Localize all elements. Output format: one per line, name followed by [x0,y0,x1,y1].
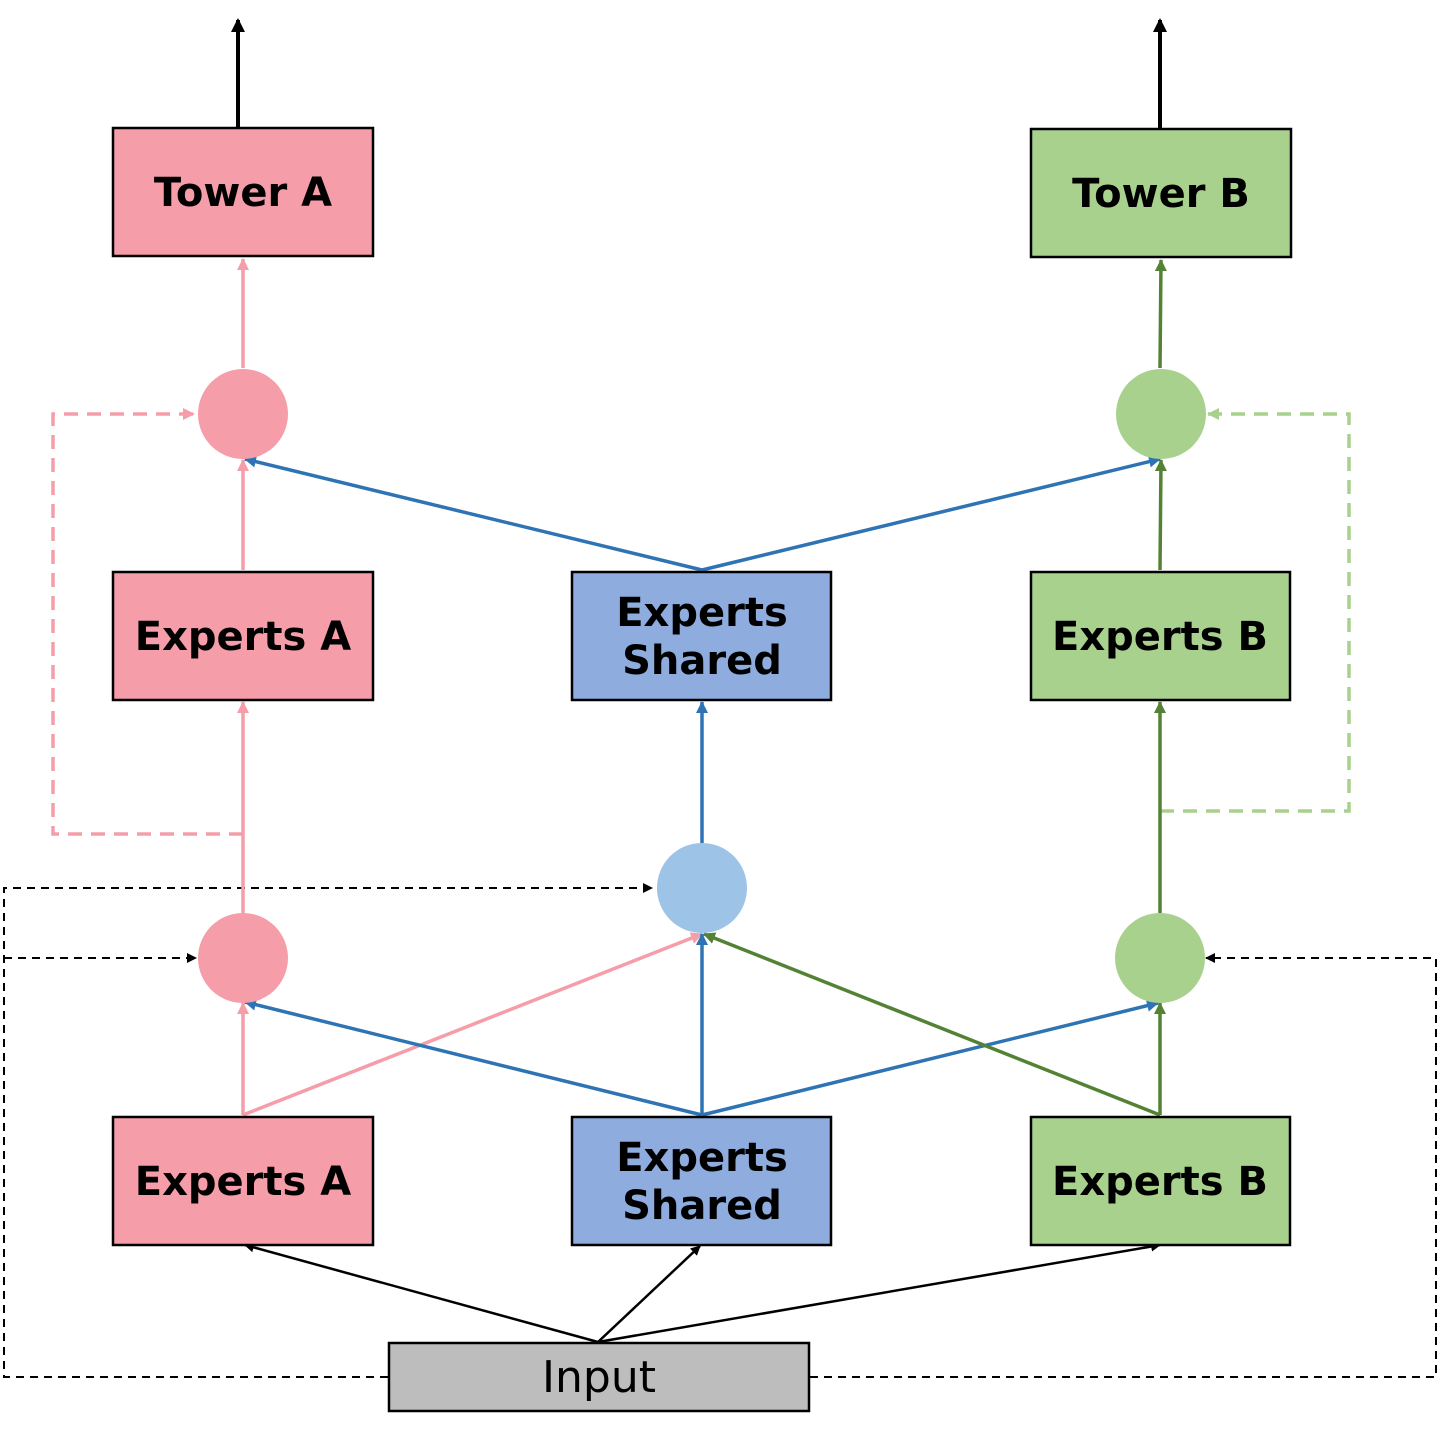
shared-gate [657,843,747,933]
upper-experts-b-label: Experts B [1052,614,1268,660]
lower-experts-shared-box: Experts Shared [570,1115,833,1247]
input-to-shared-gate-dashed-line [3,883,653,1378]
tower-a-label: Tower A [154,170,332,216]
lower-gate-b [1115,913,1205,1003]
upper-shared-to-gate-a-arrow [244,455,703,572]
upper-gate-b [1116,369,1206,459]
lower-experts-shared-label-line1: Experts [616,1135,788,1181]
lower-experts-b-label: Experts B [1052,1159,1268,1205]
gate-b-to-upper-gate-b-dashed-line [1160,408,1351,813]
input-label: Input [542,1352,656,1403]
upper-shared-to-gate-b-arrow [701,455,1161,572]
lower-shared-to-gate-a-arrow [244,998,703,1117]
input-box: Input [387,1341,811,1413]
upper-experts-b-to-gate-b-arrow [1154,459,1167,571]
upper-experts-shared-label-line2: Shared [622,638,782,684]
tower-a-box: Tower A [111,126,375,258]
lower-experts-a-to-shared-gate-arrow [242,932,703,1117]
lower-experts-shared-label-line2: Shared [622,1183,782,1229]
lower-experts-a-box: Experts A [111,1115,375,1247]
input-to-experts-a-arrow [244,1242,599,1344]
upper-gate-b-to-tower-b-arrow [1154,259,1167,369]
lower-shared-to-gate-b-arrow [701,999,1159,1117]
upper-experts-b-box: Experts B [1029,570,1292,702]
lower-experts-b-box: Experts B [1029,1115,1292,1247]
lower-experts-b-to-shared-gate-arrow [703,932,1161,1117]
gate-a-to-upper-gate-a-dashed-line [51,408,243,836]
lower-gate-a [198,913,288,1003]
input-to-experts-b-arrow [597,1241,1161,1344]
upper-experts-shared-label-line1: Experts [616,590,788,636]
upper-gate-a [198,369,288,459]
input-to-gate-b-dashed-line [810,953,1437,1378]
upper-experts-a-label: Experts A [135,614,351,660]
input-to-experts-shared-arrow [597,1245,701,1343]
tower-b-label: Tower B [1072,171,1250,217]
tower-b-box: Tower B [1029,127,1293,259]
upper-experts-a-box: Experts A [111,570,375,702]
lower-experts-a-label: Experts A [135,1159,351,1205]
upper-experts-shared-box: Experts Shared [570,570,833,702]
